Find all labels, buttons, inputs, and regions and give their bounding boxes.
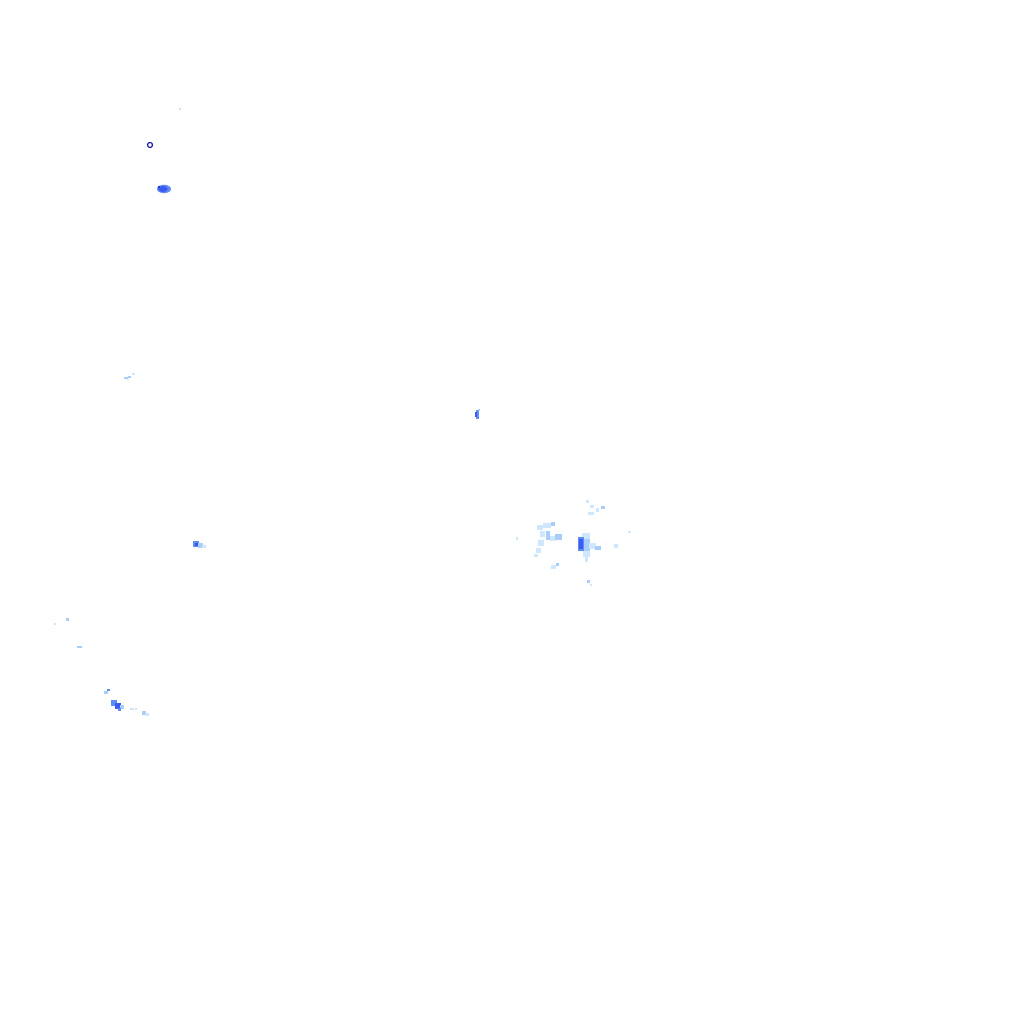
- precipitation-cell-southwest: [193, 541, 206, 548]
- precipitation-cell-north: [157, 184, 171, 194]
- radar-site-marker[interactable]: [146, 141, 154, 149]
- precipitation-cluster-east: [516, 500, 631, 586]
- precipitation-band-south: [104, 689, 149, 716]
- precipitation-cell-central: [475, 409, 480, 419]
- precipitation-cluster-far-southwest: [54, 618, 82, 648]
- precipitation-cell-west: [124, 373, 135, 380]
- radar-speck: [179, 108, 181, 110]
